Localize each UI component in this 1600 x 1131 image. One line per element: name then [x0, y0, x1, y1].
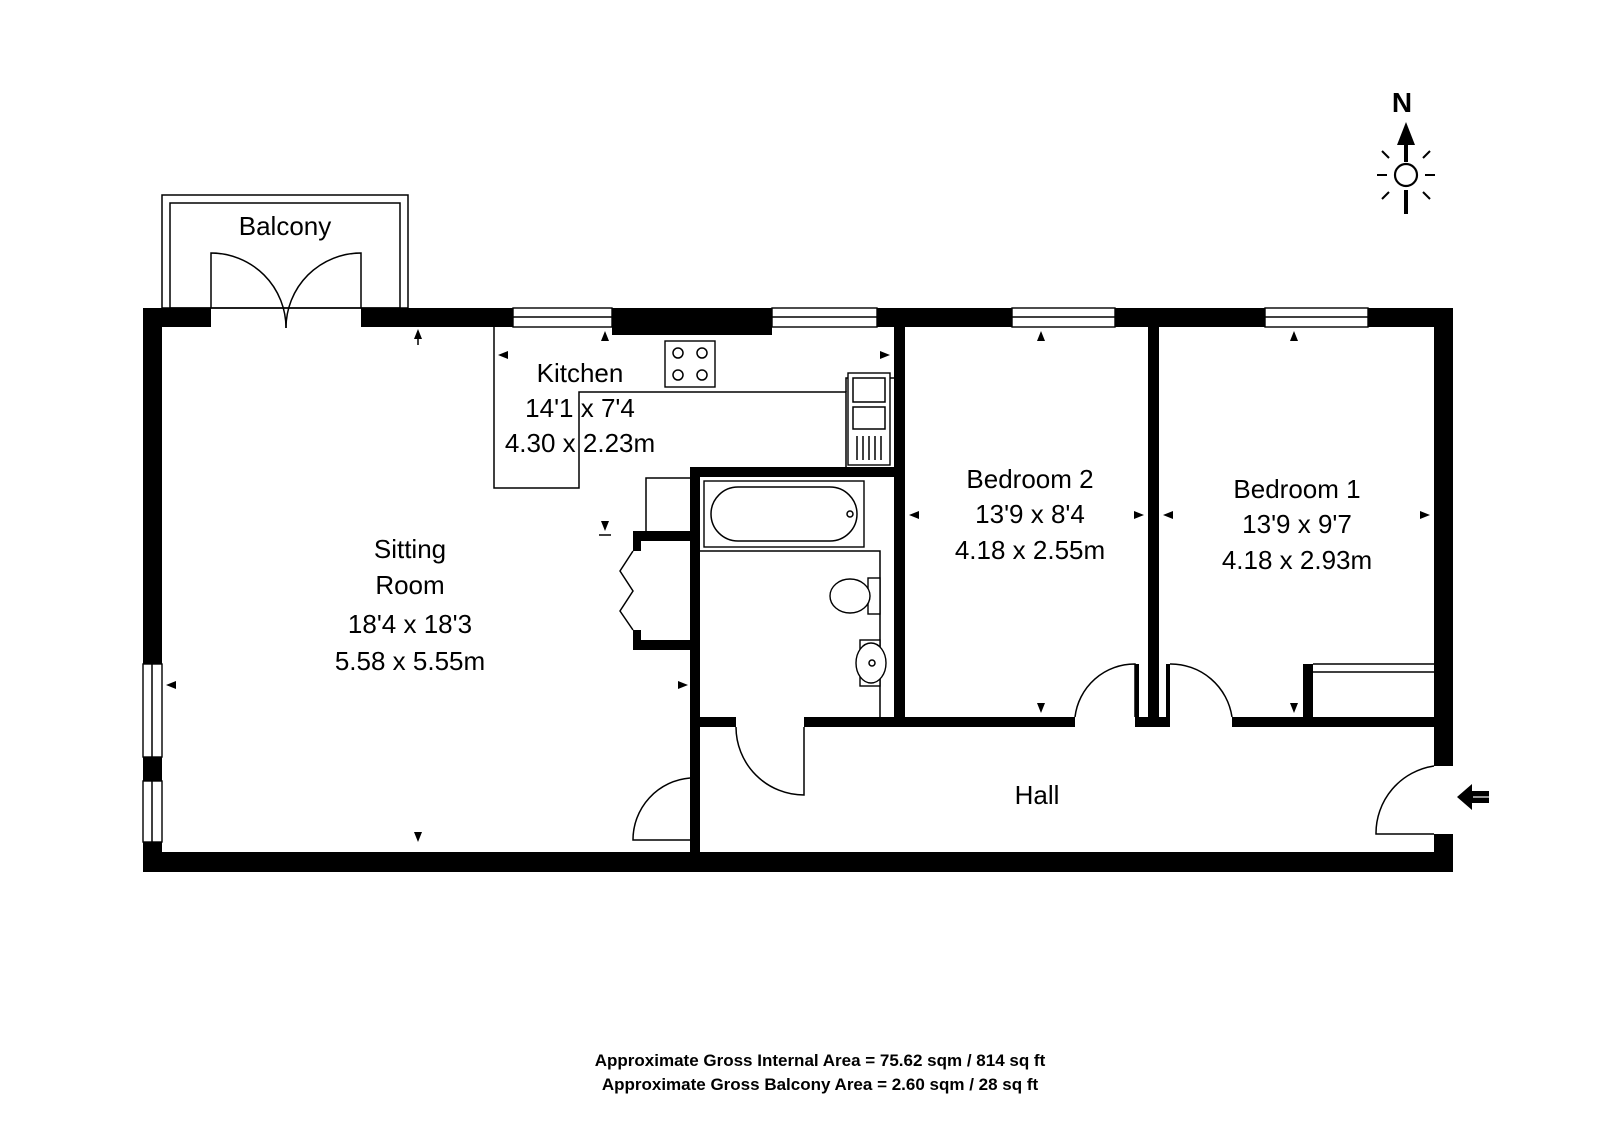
kitchen-label: Kitchen 14'1 x 7'4 4.30 x 2.23m: [505, 358, 655, 458]
dimension-markers: [166, 329, 1430, 842]
bedroom1-imperial: 13'9 x 9'7: [1242, 509, 1352, 539]
hall-label: Hall: [1015, 780, 1060, 810]
bath-icon: [703, 480, 865, 548]
gross-balcony-area: Approximate Gross Balcony Area = 2.60 sq…: [602, 1075, 1039, 1094]
bedroom1-name: Bedroom 1: [1233, 474, 1360, 504]
bedroom2-metric: 4.18 x 2.55m: [955, 535, 1105, 565]
kitchen-name: Kitchen: [537, 358, 624, 388]
sitting-room-imperial: 18'4 x 18'3: [348, 609, 472, 639]
kitchen-units: [493, 327, 894, 531]
bedroom1-metric: 4.18 x 2.93m: [1222, 545, 1372, 575]
hob-icon: [664, 340, 716, 388]
balcony-label: Balcony: [239, 211, 332, 241]
windows: [142, 307, 1369, 843]
balcony-doors: [210, 252, 362, 329]
sitting-room-metric: 5.58 x 5.55m: [335, 646, 485, 676]
bathroom-fixtures: [700, 480, 887, 717]
compass-north-label: N: [1392, 87, 1412, 118]
sitting-room-name-line1: Sitting: [374, 534, 446, 564]
kitchen-imperial: 14'1 x 7'4: [525, 393, 635, 423]
bedroom2-imperial: 13'9 x 8'4: [975, 499, 1085, 529]
bedroom2-name: Bedroom 2: [966, 464, 1093, 494]
kitchen-metric: 4.30 x 2.23m: [505, 428, 655, 458]
bedroom2-label: Bedroom 2 13'9 x 8'4 4.18 x 2.55m: [955, 464, 1105, 565]
bedroom1-wardrobe: [1313, 663, 1434, 673]
balcony-name: Balcony: [239, 211, 332, 241]
compass-icon: N: [1377, 87, 1435, 214]
basin-icon: [855, 639, 887, 687]
sink-icon: [847, 372, 891, 466]
sitting-room-label: Sitting Room 18'4 x 18'3 5.58 x 5.55m: [335, 534, 485, 676]
balcony: [161, 194, 409, 309]
sitting-room-name-line2: Room: [375, 570, 444, 600]
internal-doors: [619, 550, 1435, 841]
hall-name: Hall: [1015, 780, 1060, 810]
bedroom1-label: Bedroom 1 13'9 x 9'7 4.18 x 2.93m: [1222, 474, 1372, 575]
entrance-arrow-icon: [1457, 784, 1489, 810]
internal-walls: [633, 308, 1453, 852]
gross-internal-area: Approximate Gross Internal Area = 75.62 …: [595, 1051, 1046, 1070]
toilet-icon: [829, 577, 881, 615]
area-summary: Approximate Gross Internal Area = 75.62 …: [595, 1051, 1046, 1094]
